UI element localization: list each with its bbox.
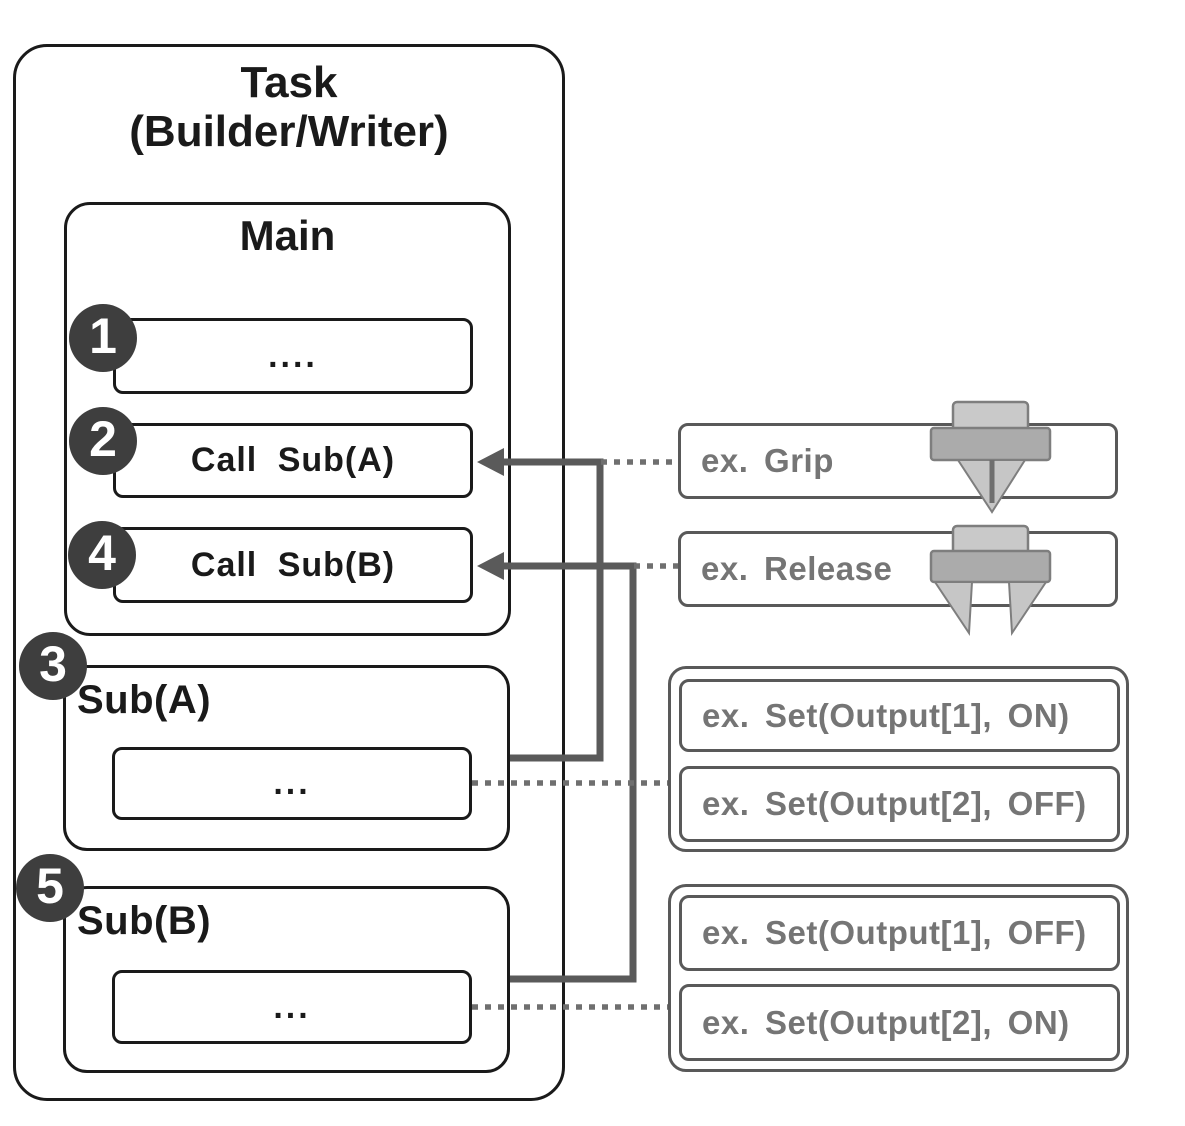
example-release-box: ex. Release [678, 531, 1118, 607]
step-badge-1: 1 [69, 304, 137, 372]
task-title-line1: Task [240, 58, 338, 107]
example-grip-box: ex. Grip [678, 423, 1118, 499]
sub-a-title: Sub(A) [77, 678, 212, 722]
main-row-1: .... [113, 318, 473, 394]
step-badge-3: 3 [19, 632, 87, 700]
task-title: Task (Builder/Writer) [13, 58, 565, 157]
sub-a-body-box: ... [112, 747, 472, 820]
step-badge-4: 4 [68, 521, 136, 589]
task-title-line2: (Builder/Writer) [129, 107, 449, 157]
main-row-call-sub-b: Call Sub(B) [113, 527, 473, 603]
main-row-call-sub-a: Call Sub(A) [113, 423, 473, 498]
example-set-output2-off: ex. Set(Output[2], OFF) [679, 766, 1120, 842]
example-set-output1-off: ex. Set(Output[1], OFF) [679, 895, 1120, 971]
sub-b-body-box: ... [112, 970, 472, 1044]
step-badge-2: 2 [69, 407, 137, 475]
sub-b-title: Sub(B) [77, 899, 212, 943]
example-set-output2-on: ex. Set(Output[2], ON) [679, 984, 1120, 1061]
main-title: Main [239, 212, 336, 259]
step-badge-5: 5 [16, 854, 84, 922]
example-set-output1-on: ex. Set(Output[1], ON) [679, 679, 1120, 752]
